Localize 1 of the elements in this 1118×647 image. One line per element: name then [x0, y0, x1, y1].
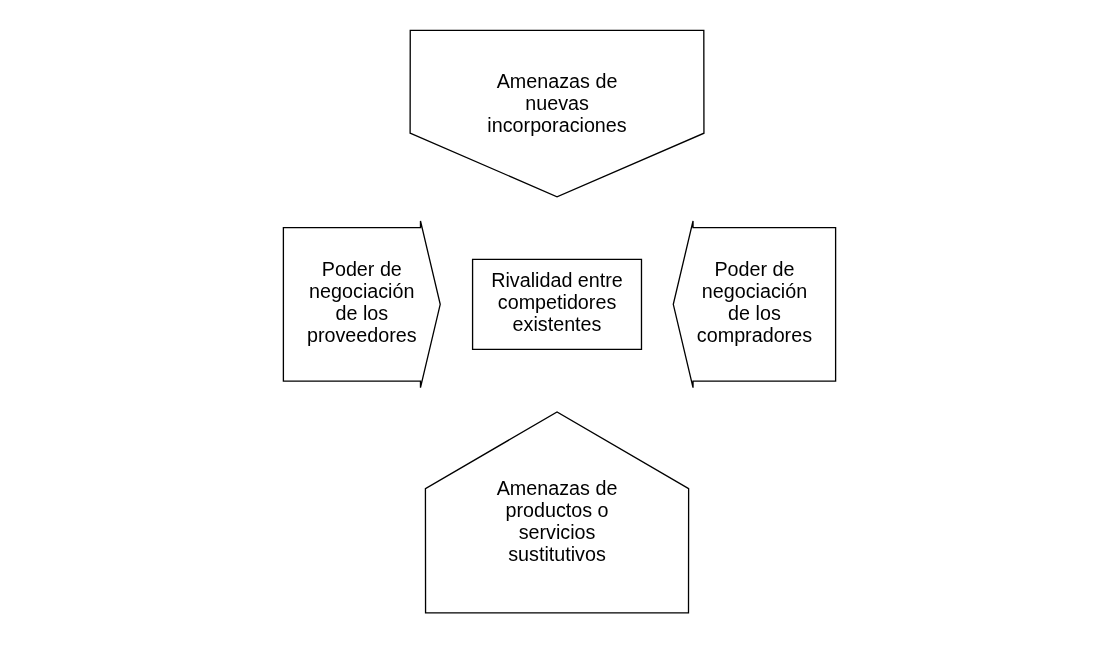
node-box: Rivalidad entre competidores existentes	[471, 258, 642, 350]
